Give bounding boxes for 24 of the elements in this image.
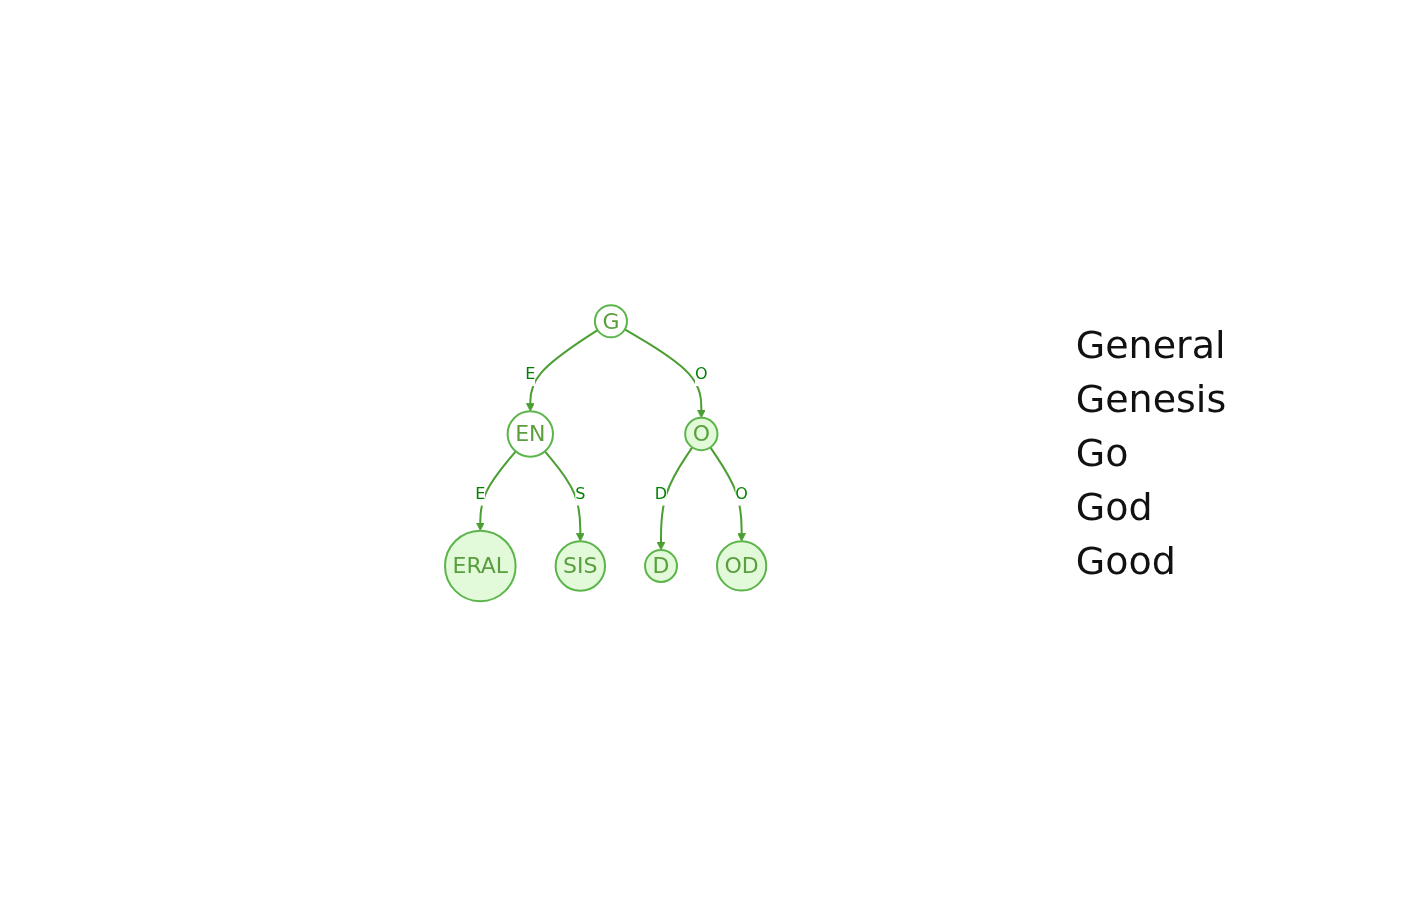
arrow xyxy=(623,328,706,419)
edge-label: O xyxy=(735,483,749,503)
node-circle: D xyxy=(644,548,679,583)
edge-label: E xyxy=(475,483,486,503)
arrow xyxy=(476,450,517,532)
word-label: Genesis xyxy=(1075,377,1227,421)
node-circle: EN xyxy=(506,410,555,458)
edge-label: S xyxy=(575,483,586,503)
node-circle: SIS xyxy=(554,540,607,592)
arrow xyxy=(709,446,747,542)
node-circle: G xyxy=(594,304,629,339)
arrow xyxy=(656,446,694,551)
arrow xyxy=(544,450,585,542)
word-label: Go xyxy=(1075,431,1130,475)
arrow xyxy=(526,329,599,412)
node-circle: ERAL xyxy=(444,529,517,603)
word-label: Good xyxy=(1075,539,1177,583)
edge-label: D xyxy=(654,483,668,503)
node-circle: OD xyxy=(716,540,768,592)
edge-label: O xyxy=(695,364,708,384)
edge-label: E xyxy=(525,364,536,384)
word-label: General xyxy=(1075,323,1227,367)
word-label: God xyxy=(1075,485,1154,529)
node-circle: O xyxy=(684,416,719,452)
